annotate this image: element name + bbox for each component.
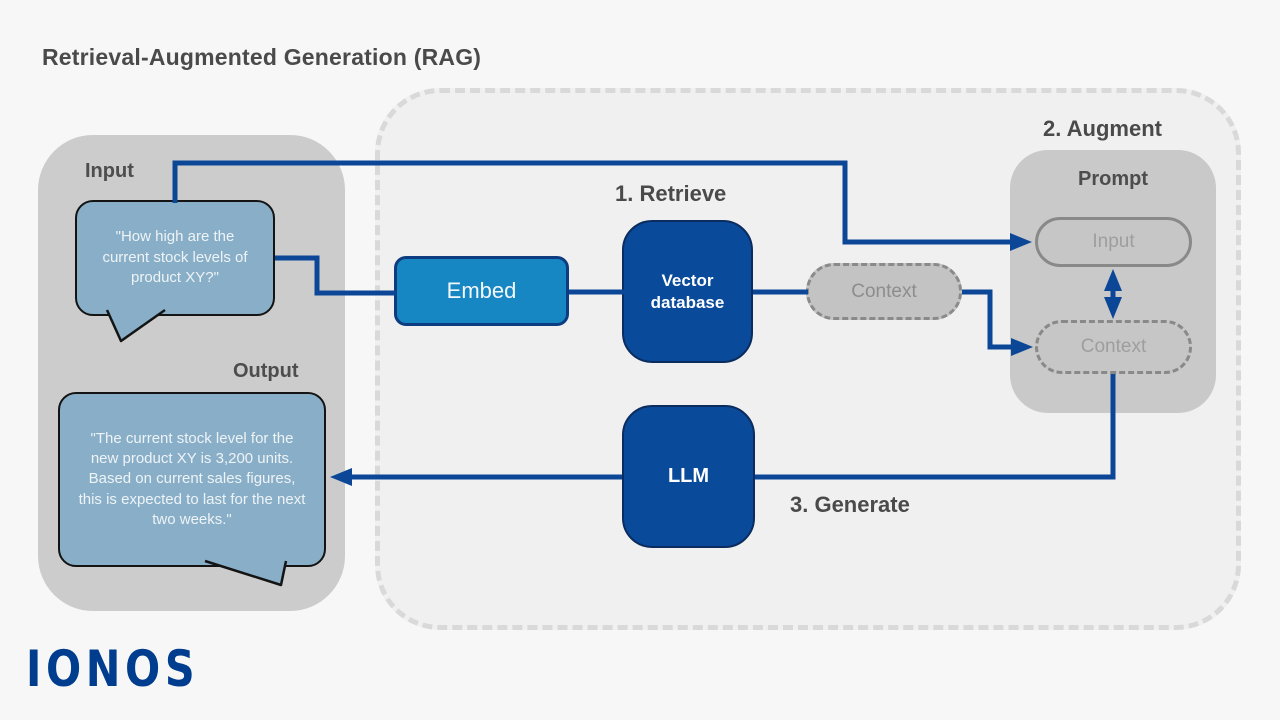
input-label: Input (85, 160, 134, 182)
llm-node-label: LLM (667, 465, 710, 487)
prompt-input-node: Input (1035, 217, 1192, 267)
prompt-context-label: Context (1080, 336, 1147, 357)
input-bubble-text: "How high are the current stock levels o… (102, 228, 248, 287)
vector-database-node: Vector database (622, 220, 753, 363)
ionos-logo: IONOS (26, 640, 200, 699)
prompt-label: Prompt (1078, 168, 1148, 190)
retrieved-context-label: Context (851, 280, 917, 302)
vector-database-label: Vector database (650, 271, 725, 312)
prompt-context-node: Context (1035, 320, 1192, 374)
speech-tail-icon (105, 308, 166, 343)
output-speech-bubble: "The current stock level for the new pro… (58, 392, 326, 587)
step-augment-label: 2. Augment (1043, 116, 1162, 141)
input-speech-bubble: "How high are the current stock levels o… (75, 200, 275, 343)
embed-node: Embed (394, 256, 569, 326)
output-bubble-text: "The current stock level for the new pro… (78, 429, 306, 529)
prompt-input-label: Input (1092, 231, 1135, 252)
step-generate-label: 3. Generate (790, 492, 910, 517)
step-retrieve-label: 1. Retrieve (615, 181, 727, 206)
speech-tail-icon (204, 559, 288, 587)
output-label: Output (233, 360, 299, 382)
page-title: Retrieval-Augmented Generation (RAG) (42, 44, 482, 70)
retrieved-context-node: Context (806, 263, 962, 320)
embed-node-label: Embed (446, 278, 517, 303)
llm-node: LLM (622, 405, 755, 548)
